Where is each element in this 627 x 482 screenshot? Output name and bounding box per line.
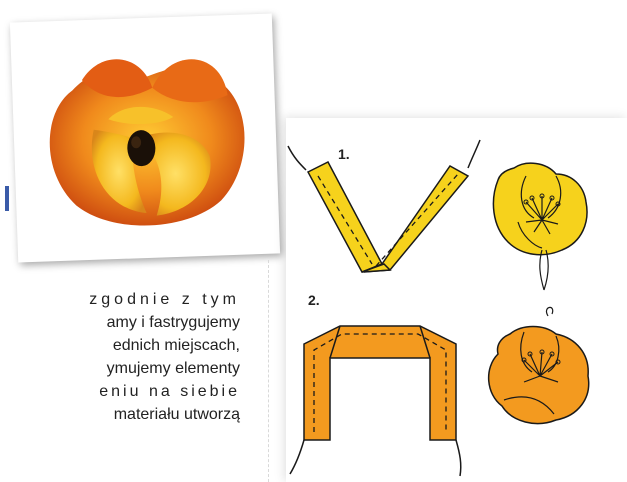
body-line: ymujemy elementy bbox=[0, 357, 240, 380]
body-line: eniu na siebie bbox=[0, 380, 240, 403]
instruction-paragraph: zgodnie z tym amy i fastrygujemy ednich … bbox=[0, 288, 240, 426]
body-line: ednich miejscach, bbox=[0, 334, 240, 357]
step-1-label: 1. bbox=[338, 146, 350, 162]
yellow-ribbon-flower-icon bbox=[493, 163, 587, 290]
body-line: amy i fastrygujemy bbox=[0, 311, 240, 334]
v-shaped-yellow-ribbon-icon bbox=[288, 140, 480, 272]
section-marker bbox=[5, 186, 9, 211]
body-line: materiału utworzą bbox=[0, 403, 240, 426]
ribbon-flower-photo-card bbox=[10, 14, 280, 263]
u-shaped-orange-ribbon-icon bbox=[290, 326, 461, 476]
body-line: zgodnie z tym bbox=[0, 288, 240, 311]
step-2-label: 2. bbox=[308, 292, 320, 308]
column-divider bbox=[268, 260, 269, 482]
steps-illustration-panel: 1. 2. bbox=[286, 118, 627, 482]
orange-ribbon-flower-icon bbox=[489, 307, 589, 423]
steps-illustration bbox=[286, 118, 627, 482]
ribbon-flower-photo bbox=[10, 14, 280, 263]
